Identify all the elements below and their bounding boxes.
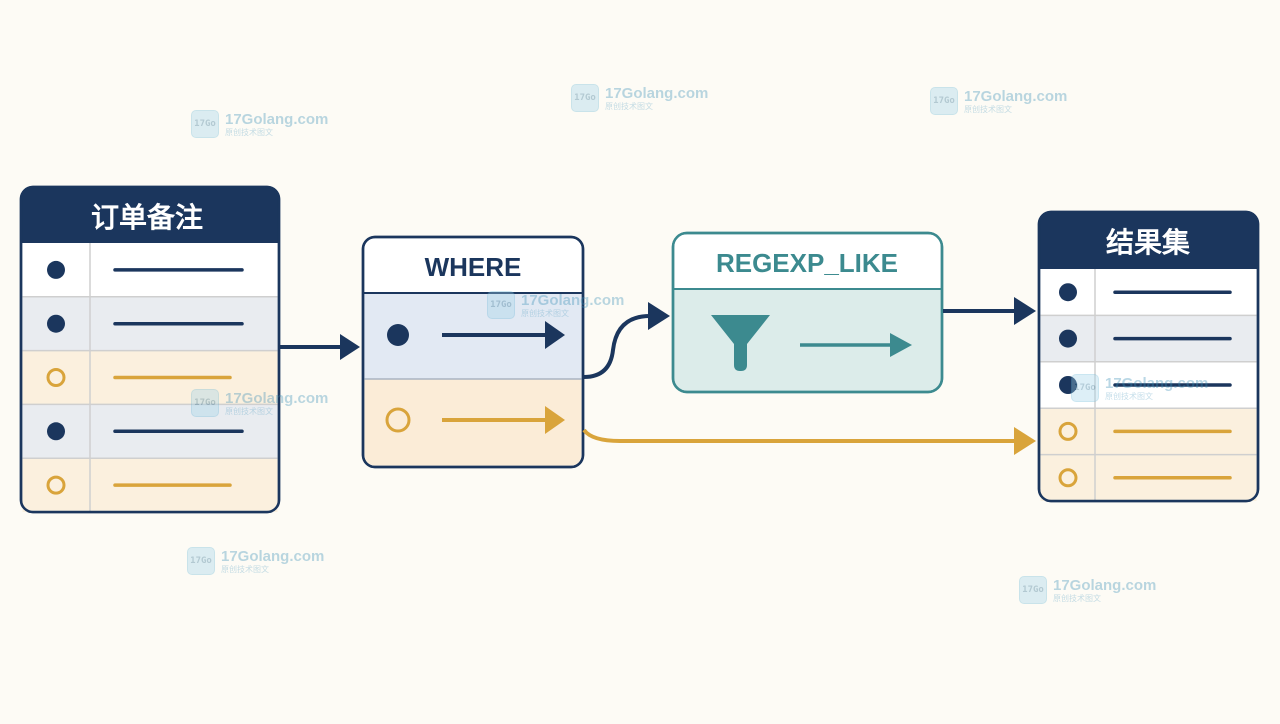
arrow-where-to-regexp [583,314,658,379]
filled-dot-icon [1059,329,1077,348]
source-table-row [22,349,278,405]
source-table-row [22,457,278,512]
where-title: WHERE [425,252,522,282]
where-other-lane [364,379,582,466]
result-table-row [1040,314,1257,362]
filled-dot-icon [47,314,65,333]
source-table-title: 订单备注 [91,201,203,234]
filled-dot-icon [47,422,65,441]
result-table: 结果集 [1037,210,1260,503]
result-table-row [1040,453,1257,501]
result-table-rows [1040,269,1257,501]
source-table-header [21,187,279,243]
source-table-row [22,296,278,351]
filled-dot-icon [1059,283,1077,302]
source-table-row [22,243,278,297]
arrow-where-to-result-bypass [582,428,1020,443]
result-table-header [1039,212,1258,269]
funnel-icon [711,315,770,371]
where-match-dot [387,324,409,346]
source-table-rows [22,243,278,512]
regexp-title: REGEXP_LIKE [716,248,898,278]
hollow-dot-icon [1058,421,1078,441]
source-table-row [22,403,278,459]
result-table-title: 结果集 [1106,226,1190,259]
result-table-row [1040,407,1257,455]
hollow-dot-icon [46,475,66,495]
filled-dot-icon [47,260,65,279]
filled-dot-icon [1059,376,1077,394]
where-other-dot [385,407,411,433]
regexp-box: REGEXP_LIKE [671,231,944,394]
hollow-dot-icon [1058,468,1078,488]
source-table: 订单备注 [19,185,281,514]
result-table-row [1040,269,1257,316]
result-table-row [1040,361,1257,409]
arrow-source-to-where-head [340,334,360,360]
hollow-dot-icon [46,368,66,387]
where-box: WHERE [361,235,585,469]
